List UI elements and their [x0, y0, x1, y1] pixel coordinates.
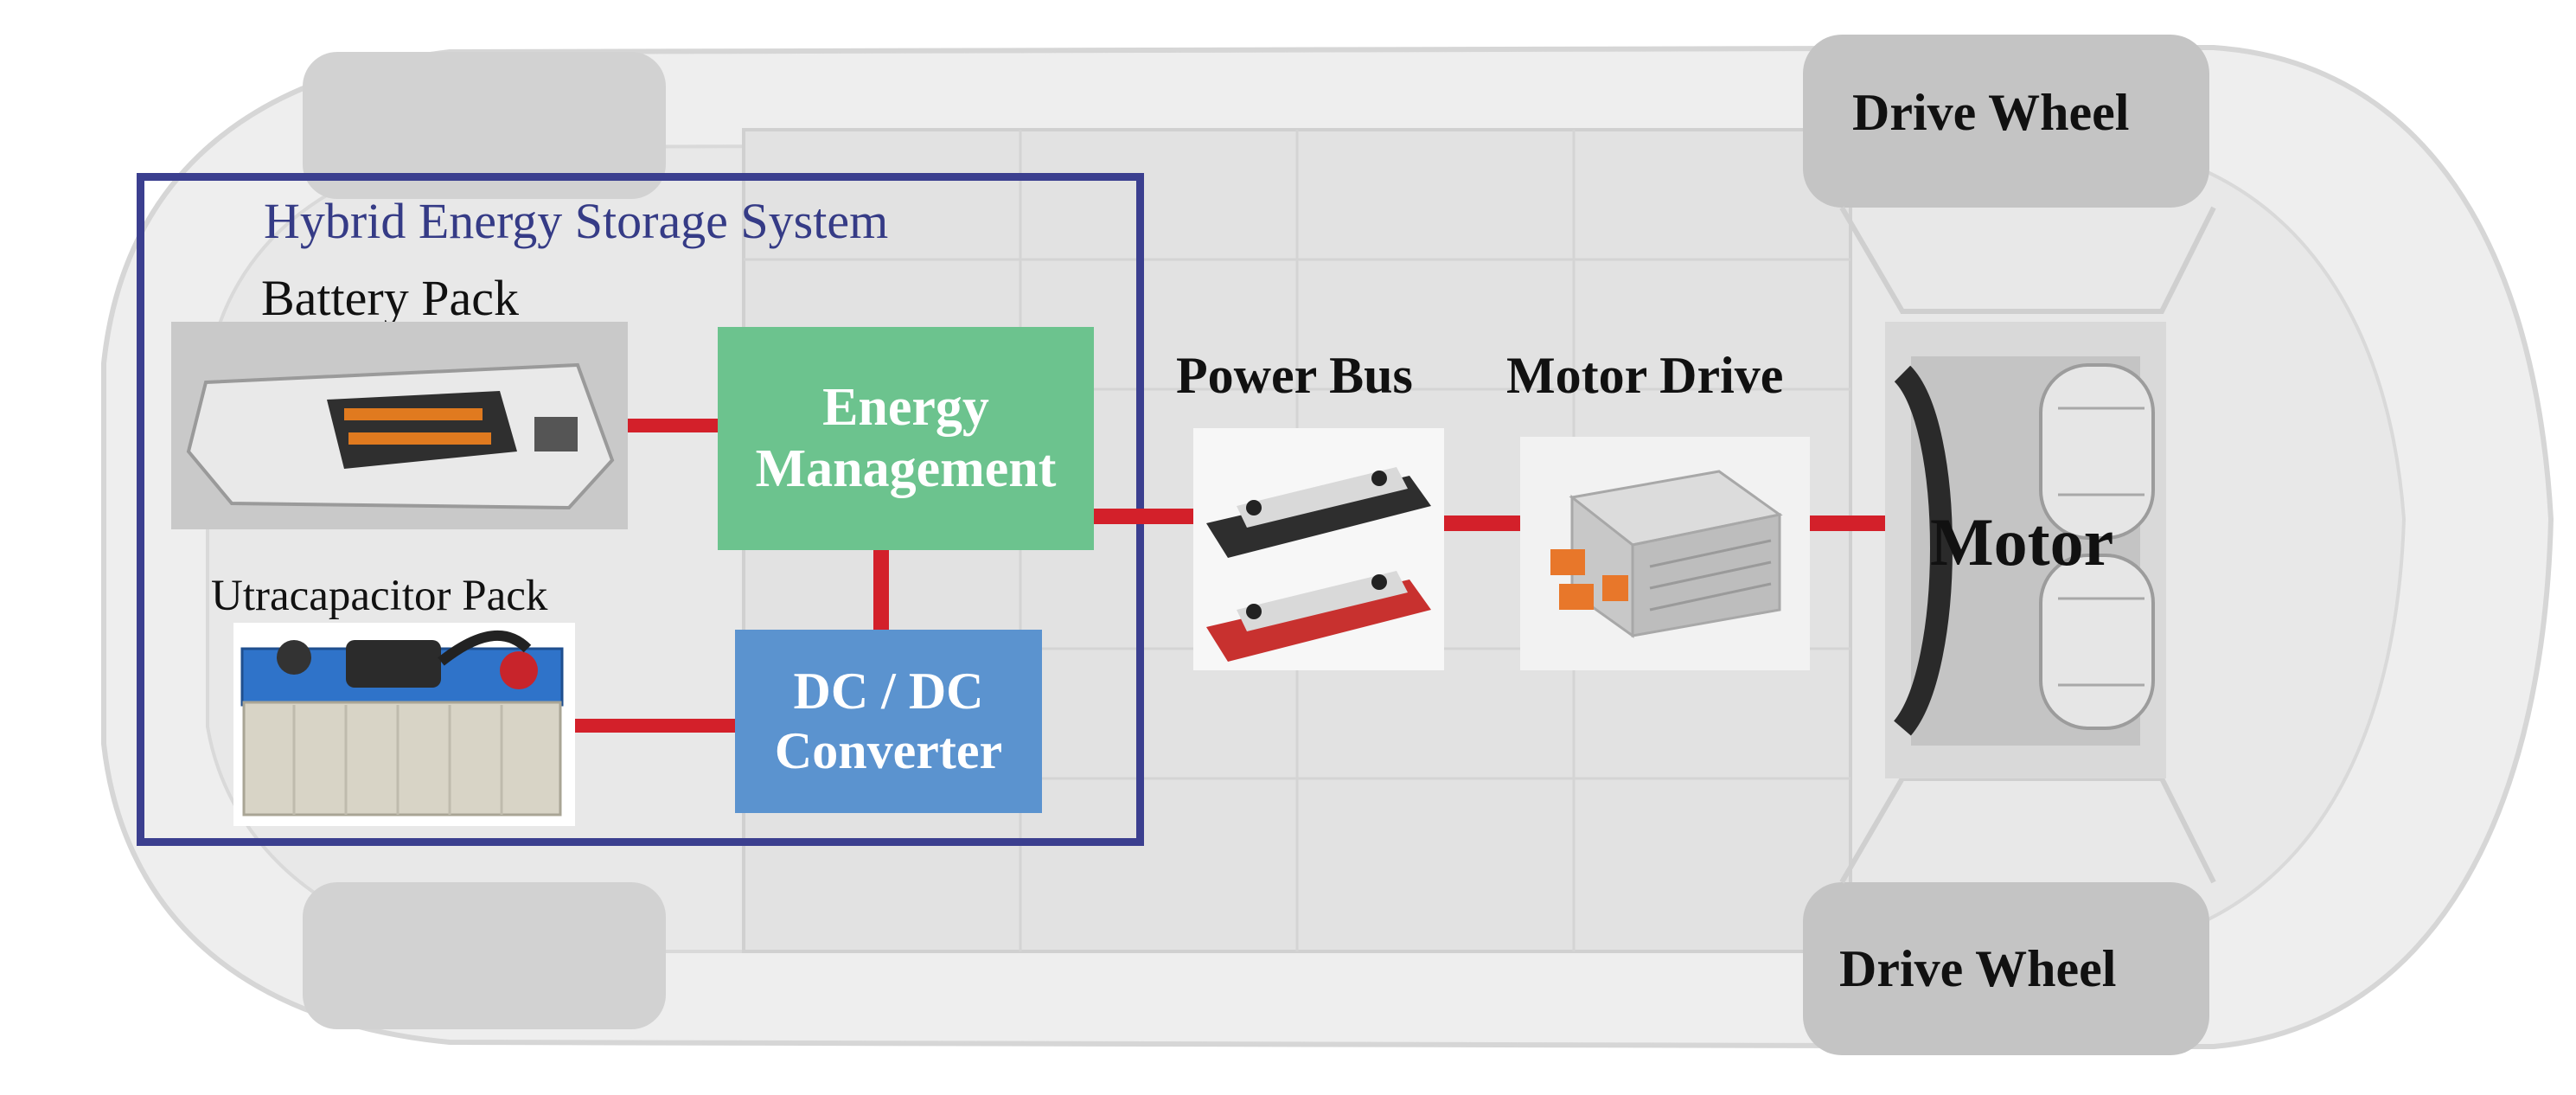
dcdc-converter-block: DC / DC Converter	[735, 630, 1042, 813]
connector-motor-drive-motor	[1809, 515, 1902, 531]
power-bus-cover-red	[1237, 571, 1408, 631]
power-bus-image	[1193, 428, 1444, 670]
motor-drive-connectors	[1550, 549, 1628, 610]
motor-dark-frame	[1893, 365, 1953, 736]
energy-management-line-2: Management	[755, 439, 1057, 498]
motor-drive-label: Motor Drive	[1506, 347, 1784, 404]
connector-ultracap-dcdc	[575, 719, 735, 733]
connector-energy-mgmt-power-bus	[1094, 509, 1193, 524]
ultracapacitor-pack-label: Utracapacitor Pack	[211, 572, 548, 620]
ultracapacitor-terminal-neg	[277, 640, 311, 675]
battery-pack-label: Battery Pack	[261, 270, 519, 326]
rear-wheel-bottom	[303, 882, 666, 1029]
ultracapacitor-pack-image	[233, 623, 575, 826]
motor-image	[1885, 322, 2166, 778]
battery-pack-terminals	[344, 408, 491, 445]
motor-drive-image	[1520, 437, 1810, 670]
energy-management-line-1: Energy	[822, 377, 989, 437]
motor-label: Motor	[1930, 504, 2114, 580]
motor-cylinder-ribs	[2058, 407, 2145, 687]
drive-wheel-top-label: Drive Wheel	[1852, 84, 2130, 141]
dcdc-converter-line-1: DC / DC	[793, 663, 984, 720]
hess-title: Hybrid Energy Storage System	[264, 193, 889, 249]
drive-wheel-bottom-label: Drive Wheel	[1839, 940, 2117, 997]
ultracapacitor-cells	[292, 705, 503, 815]
ultracapacitor-cable	[438, 630, 532, 666]
ultracapacitor-control-box	[346, 640, 441, 688]
drive-wheel-bottom-shape	[1803, 882, 2209, 1055]
front-subframe	[1839, 206, 2216, 884]
power-bus-cover-black	[1237, 467, 1408, 528]
motor-cylinder-bottom	[2039, 554, 2155, 730]
ultracapacitor-body	[242, 701, 562, 816]
battery-pack-connector	[534, 417, 578, 451]
connector-power-bus-motor-drive	[1442, 515, 1520, 531]
ultracapacitor-terminal-pos	[500, 651, 538, 689]
motor-drive-fins	[1649, 539, 1772, 612]
dcdc-converter-line-2: Converter	[774, 722, 1003, 779]
power-bus-studs	[1246, 471, 1387, 619]
drive-wheel-top-shape	[1803, 35, 2209, 208]
power-bus-label: Power Bus	[1176, 347, 1413, 404]
rear-wheel-top	[303, 52, 666, 199]
battery-pack-image	[171, 322, 628, 529]
energy-management-block: Energy Management	[718, 327, 1094, 550]
connector-energy-mgmt-dcdc	[873, 550, 889, 630]
connector-battery-energy-mgmt	[628, 419, 718, 432]
